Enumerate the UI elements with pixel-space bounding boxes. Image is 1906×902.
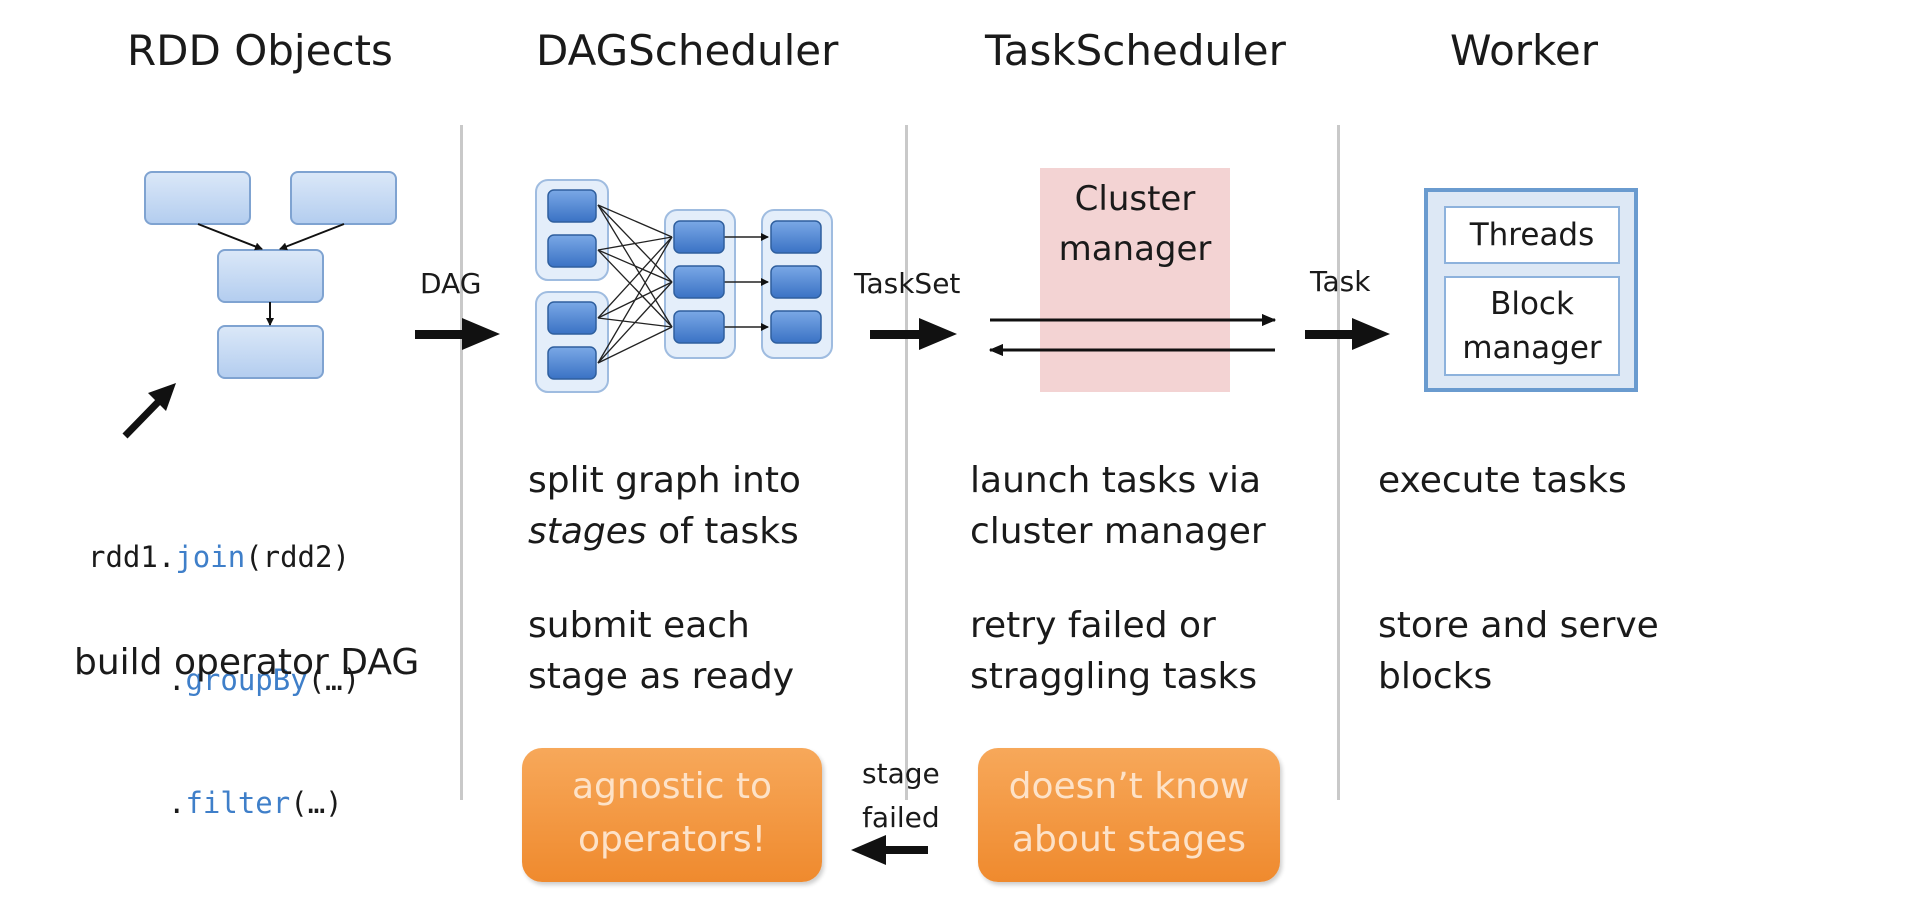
rdd-dag xyxy=(144,171,397,379)
code-to-dag-arrow xyxy=(122,383,176,439)
task-arrow-label: Task xyxy=(1310,265,1371,298)
block-manager-label-1: Block xyxy=(1490,286,1574,322)
stage-failed-label: stage failed xyxy=(862,752,940,840)
block-manager-label-2: manager xyxy=(1462,330,1602,366)
header-dagscheduler: DAGScheduler xyxy=(536,26,839,75)
divider-2 xyxy=(905,125,908,800)
dag-description-1: split graph into stages of tasks xyxy=(528,460,801,552)
dag-arrow-label: DAG xyxy=(420,267,482,300)
task-node xyxy=(547,189,597,223)
task-description-1: launch tasks via cluster manager xyxy=(970,460,1266,552)
worker-box: Threads Block manager xyxy=(1424,188,1638,392)
code-line-1: rdd1.join(rdd2) xyxy=(88,540,350,574)
cluster-manager-box: Cluster manager xyxy=(1040,168,1230,392)
task-node xyxy=(673,265,725,299)
worker-description-1: execute tasks xyxy=(1378,460,1627,501)
threads-label: Threads xyxy=(1469,217,1595,253)
code-line-3: .filter(…) xyxy=(168,786,343,820)
task-node xyxy=(547,301,597,335)
threads-box: Threads xyxy=(1444,206,1620,264)
dag-callout: agnostic to operators! xyxy=(522,748,822,882)
taskset-arrow-label: TaskSet xyxy=(854,267,961,300)
task-node xyxy=(547,234,597,268)
worker-description-2: store and serve blocks xyxy=(1378,605,1659,697)
task-node xyxy=(770,310,822,344)
stage-failed-label-1: stage xyxy=(862,757,940,790)
task-node xyxy=(770,265,822,299)
header-rdd-objects: RDD Objects xyxy=(127,26,393,75)
dag-arrow xyxy=(415,318,500,350)
task-callout: doesn’t know about stages xyxy=(978,748,1280,882)
rdd-node xyxy=(144,171,251,225)
stage-failed-label-2: failed xyxy=(862,801,940,834)
rdd-description: build operator DAG xyxy=(74,642,420,683)
stage-graph xyxy=(535,179,833,393)
task-node xyxy=(673,310,725,344)
divider-1 xyxy=(460,125,463,800)
divider-3 xyxy=(1337,125,1340,800)
header-worker: Worker xyxy=(1450,26,1598,75)
rdd-node xyxy=(217,325,324,379)
taskset-arrow xyxy=(870,318,957,350)
cluster-manager-label-2: manager xyxy=(1058,229,1212,269)
header-taskscheduler: TaskScheduler xyxy=(985,26,1286,75)
stage-failed-arrow xyxy=(851,835,928,865)
task-node xyxy=(673,220,725,254)
block-manager-box: Block manager xyxy=(1444,276,1620,376)
task-arrow xyxy=(1305,318,1390,350)
task-node xyxy=(547,346,597,380)
task-node xyxy=(770,220,822,254)
rdd-code: rdd1.join(rdd2) .groupBy(…) .filter(…) xyxy=(88,455,360,865)
cluster-manager-label-1: Cluster xyxy=(1074,179,1196,219)
dag-description-2: submit each stage as ready xyxy=(528,605,795,697)
task-description-2: retry failed or straggling tasks xyxy=(970,605,1258,697)
code-line-2: .groupBy(…) xyxy=(168,663,361,697)
